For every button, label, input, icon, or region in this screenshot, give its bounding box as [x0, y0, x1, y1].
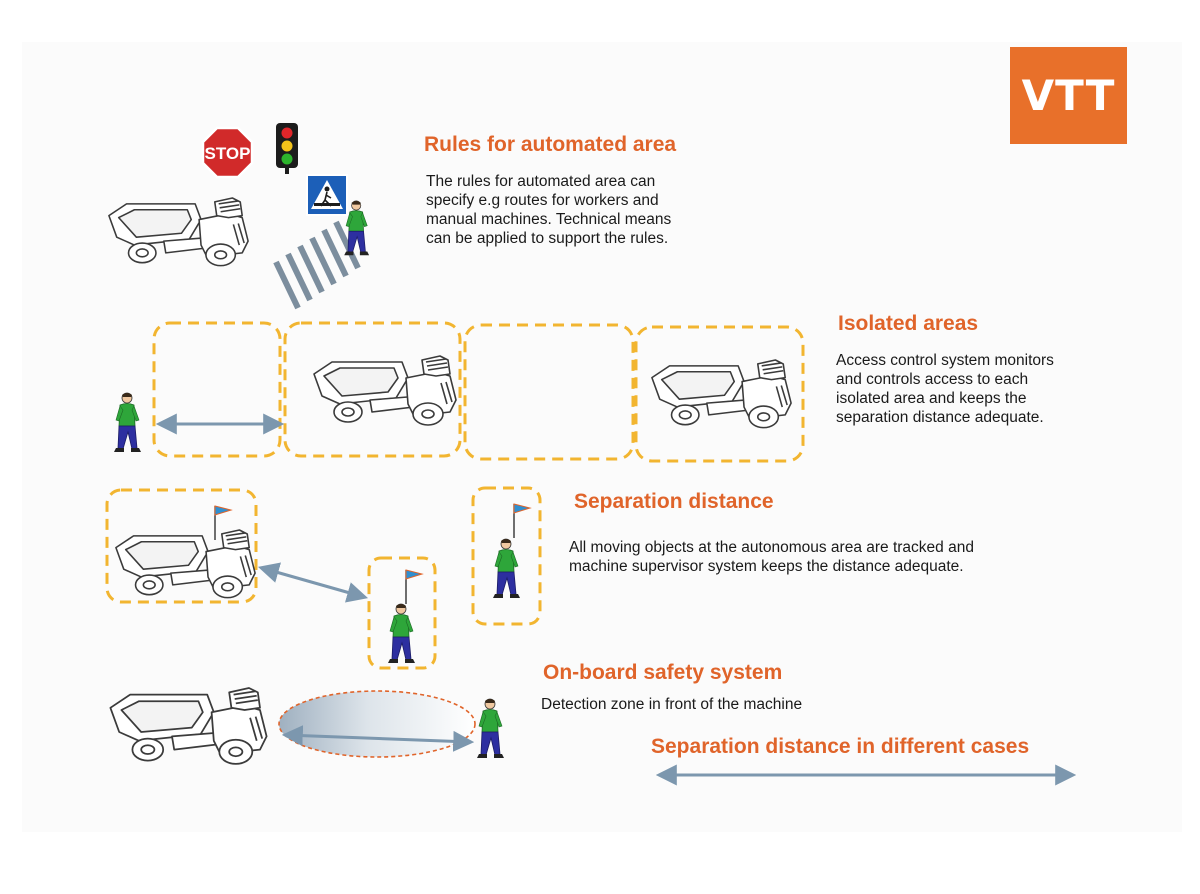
vtt-logo-text: VTT — [1021, 71, 1116, 120]
mining-truck-icon — [115, 529, 256, 599]
tracked-zone-worker-2 — [471, 486, 542, 626]
worker-icon — [492, 538, 521, 599]
tracking-flag-icon — [405, 569, 423, 605]
rules-heading: Rules for automated area — [424, 133, 677, 156]
worker-icon — [387, 603, 416, 664]
tracking-flag-icon — [513, 503, 531, 539]
stop-sign-text: STOP — [205, 144, 251, 163]
mining-truck-icon — [108, 197, 249, 267]
tracked-zone-worker-1 — [367, 556, 437, 670]
stop-sign-icon: STOP — [201, 126, 254, 179]
mining-truck-icon — [313, 355, 457, 426]
isolated-zone-3 — [463, 323, 635, 461]
isolated-zone-1 — [152, 321, 282, 458]
traffic-light-icon — [276, 123, 298, 174]
pedestrian-crossing-sign-icon — [306, 174, 348, 216]
onboard-safety-description: Detection zone in front of the machine — [541, 696, 803, 713]
pedestrian-crosswalk-stripes — [273, 220, 361, 310]
mining-truck-icon — [651, 359, 792, 429]
distance-arrow — [257, 562, 369, 603]
worker-icon — [476, 698, 505, 759]
separation-distance-heading: Separation distance — [574, 490, 774, 513]
worker-icon — [113, 392, 142, 453]
vtt-logo: VTT — [1010, 47, 1127, 144]
separation-scale-label: Separation distance in different cases — [651, 735, 1030, 758]
onboard-safety-heading: On-board safety system — [543, 661, 783, 684]
isolated-areas-description: Access control system monitors and contr… — [836, 352, 1054, 426]
tracked-zone-machine — [105, 488, 258, 604]
distance-arrow — [281, 725, 475, 752]
isolated-areas-heading: Isolated areas — [838, 312, 979, 335]
mining-truck-icon — [109, 687, 268, 765]
detection-zone — [278, 690, 476, 758]
rules-description: The rules for automated area can specify… — [426, 173, 672, 247]
separation-distance-description: All moving objects at the autonomous are… — [569, 539, 974, 575]
isolated-zone-2 — [283, 321, 462, 458]
